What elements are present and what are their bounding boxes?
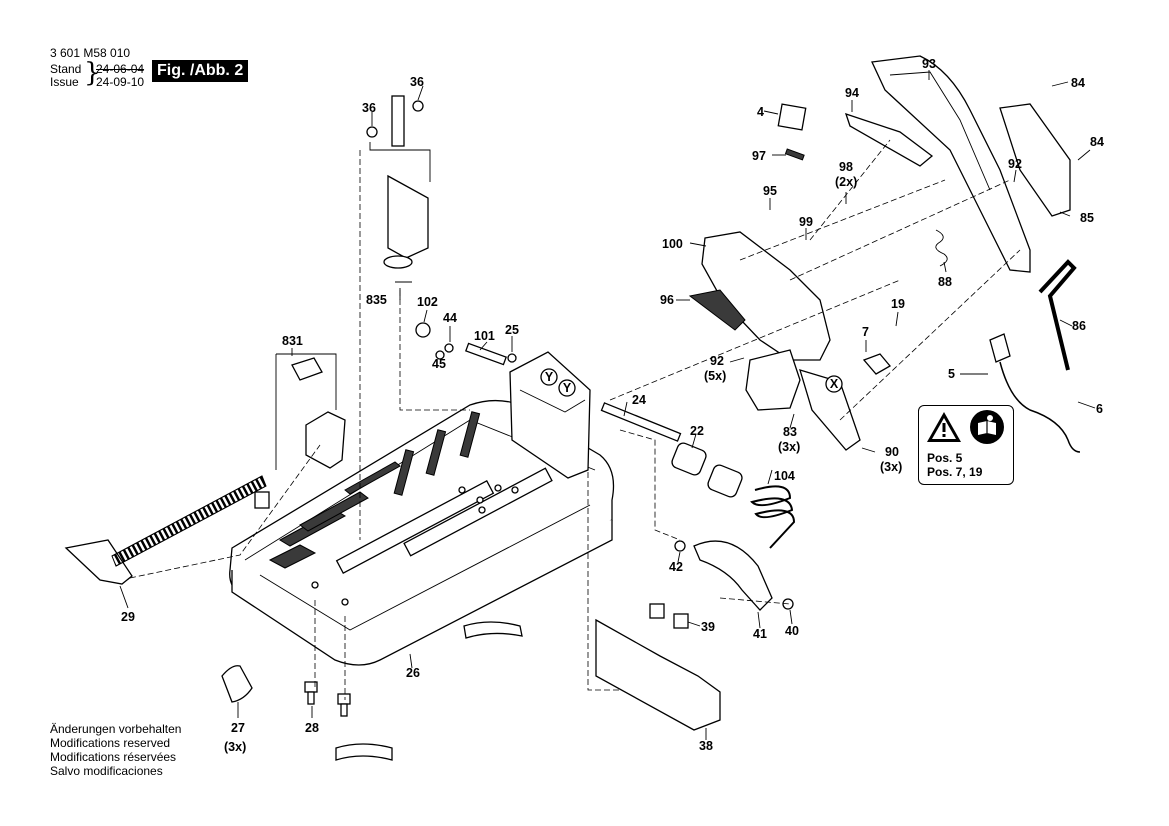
notice-line-1: Pos. 5 <box>927 451 963 465</box>
callout-90: 90 <box>885 445 899 459</box>
notice-line-2: Pos. 7, 19 <box>927 465 983 479</box>
callout-41: 41 <box>753 627 767 641</box>
callout-83-qty: (3x) <box>778 440 800 454</box>
stand-date: 24-06-04 <box>96 62 145 76</box>
callout-39: 39 <box>701 620 715 634</box>
callout-83: 83 <box>783 425 797 439</box>
safety-notice-box: Pos. 5 Pos. 7, 19 <box>918 405 1014 485</box>
callout-leaders <box>119 70 1096 740</box>
callout-92-left-qty: (5x) <box>704 369 726 383</box>
svg-text:X: X <box>830 377 839 391</box>
shaft-assembly-835 <box>366 95 431 283</box>
footer-line-es: Salvo modificaciones <box>50 764 163 778</box>
spring-part-97 <box>784 148 805 161</box>
callout-36-left: 36 <box>362 101 376 115</box>
document-number: 3 601 M58 010 <box>50 46 131 60</box>
callout-24: 24 <box>632 393 646 407</box>
callout-97: 97 <box>752 149 766 163</box>
footer-line-de: Änderungen vorbehalten <box>50 722 182 736</box>
base-plate <box>229 399 615 666</box>
warning-triangle-icon <box>927 412 961 442</box>
vise-bracket <box>275 353 346 470</box>
spring-part-88 <box>935 229 948 267</box>
callout-7: 7 <box>862 325 869 339</box>
callout-29: 29 <box>121 610 135 624</box>
callout-6: 6 <box>1096 402 1103 416</box>
callout-101: 101 <box>474 329 495 343</box>
callout-84-right: 84 <box>1090 135 1104 149</box>
callout-95: 95 <box>763 184 777 198</box>
callout-26: 26 <box>406 666 420 680</box>
foot-pad-upper <box>463 621 523 639</box>
callout-93: 93 <box>922 57 936 71</box>
callout-94: 94 <box>845 86 859 100</box>
switch-handle-93 <box>871 55 1031 273</box>
footer-line-fr: Modifications réservées <box>50 750 177 764</box>
modifications-notice: Änderungen vorbehalten Modifications res… <box>50 722 181 778</box>
callout-38: 38 <box>699 739 713 753</box>
footer-line-en: Modifications reserved <box>50 736 171 750</box>
vise-assembly <box>64 475 270 585</box>
lower-guard <box>693 540 773 611</box>
callout-22: 22 <box>690 424 704 438</box>
callout-84-top: 84 <box>1071 76 1085 90</box>
callout-90-qty: (3x) <box>880 460 902 474</box>
marker-y-2: Y <box>558 379 576 397</box>
callout-labels: 4 36 36 835 831 102 44 45 101 25 29 24 2… <box>121 57 1104 754</box>
callout-88: 88 <box>938 275 952 289</box>
callout-98: 98 <box>839 160 853 174</box>
stand-label: Stand <box>50 62 82 76</box>
issue-label: Issue <box>50 75 79 89</box>
callout-104: 104 <box>774 469 795 483</box>
svg-text:Y: Y <box>563 381 572 395</box>
callout-85: 85 <box>1080 211 1094 225</box>
callout-19: 19 <box>891 297 905 311</box>
read-manual-icon <box>970 410 1004 444</box>
marker-y-1: Y <box>540 368 558 386</box>
callout-44: 44 <box>443 311 457 325</box>
callout-92-left: 92 <box>710 354 724 368</box>
callout-36-top: 36 <box>410 75 424 89</box>
arm-housing-100 <box>688 231 861 451</box>
callout-86: 86 <box>1072 319 1086 333</box>
callout-45: 45 <box>432 357 446 371</box>
assembly-lines <box>129 139 1021 700</box>
spindle-assembly <box>600 402 796 549</box>
switch-part-4 <box>777 103 807 131</box>
cable-part-5 <box>989 333 1081 453</box>
callout-831: 831 <box>282 334 303 348</box>
callout-835: 835 <box>366 293 387 307</box>
grip-part-94 <box>844 112 934 167</box>
allen-key-86 <box>1038 259 1077 371</box>
callout-99: 99 <box>799 215 813 229</box>
callout-102: 102 <box>417 295 438 309</box>
foot-part-27 <box>221 665 253 703</box>
handle-cover-85 <box>999 103 1071 217</box>
marker-x: X <box>825 375 843 393</box>
callout-42: 42 <box>669 560 683 574</box>
callout-96: 96 <box>660 293 674 307</box>
brace-symbol: } <box>84 58 101 88</box>
callout-28: 28 <box>305 721 319 735</box>
callout-40: 40 <box>785 624 799 638</box>
callout-27: 27 <box>231 721 245 735</box>
fence-assembly <box>595 603 721 731</box>
foot-pad-lower <box>335 743 393 761</box>
callout-100: 100 <box>662 237 683 251</box>
callout-5: 5 <box>948 367 955 381</box>
callout-92-right: 92 <box>1008 157 1022 171</box>
callout-98-qty: (2x) <box>835 175 857 189</box>
issue-date: 24-09-10 <box>96 75 145 89</box>
screw-part-42 <box>674 540 686 552</box>
callout-27-qty: (3x) <box>224 740 246 754</box>
callout-4: 4 <box>757 105 764 119</box>
figure-label: Fig. /Abb. 2 <box>152 60 249 82</box>
svg-text:Y: Y <box>545 370 554 384</box>
callout-25: 25 <box>505 323 519 337</box>
screw-part-28 <box>304 681 351 717</box>
knob-part-7 <box>862 353 891 375</box>
